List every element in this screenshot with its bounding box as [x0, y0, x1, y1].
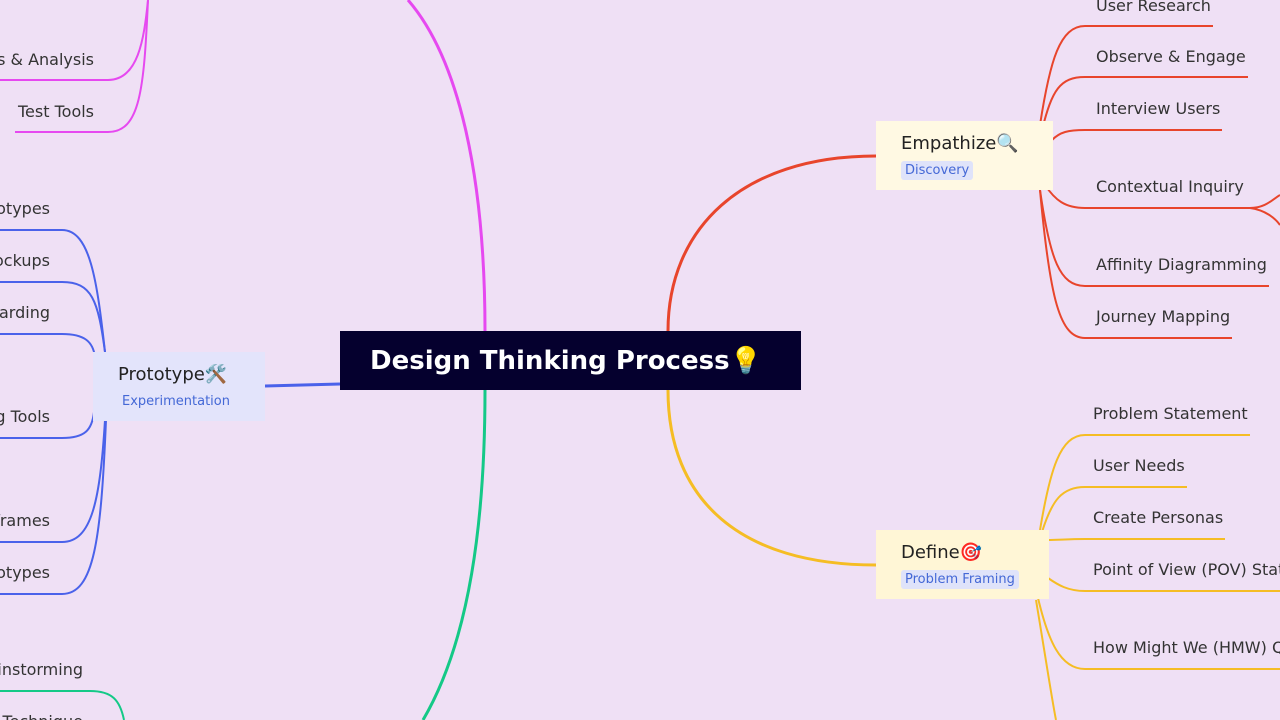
node-define[interactable]: Define🎯 Problem Framing [876, 530, 1049, 599]
leaf-technique[interactable]: Technique [0, 712, 83, 720]
empathize-label: Empathize [901, 133, 997, 154]
lightbulb-icon: 💡 [729, 345, 762, 376]
leaf-observe-engage[interactable]: Observe & Engage [1096, 47, 1246, 66]
magnifier-icon: 🔍 [996, 133, 1019, 154]
define-title: Define🎯 [901, 542, 1049, 563]
leaf-low-fidelity-prototypes-text: Low-Fidelity Prototypes [0, 199, 50, 218]
leaf-storyboarding-text: Storyboarding [0, 303, 50, 322]
leaf-interactive-prototypes[interactable]: Interactive Prototypes [0, 563, 50, 583]
leaf-problem-statement[interactable]: Problem Statement [1093, 404, 1248, 423]
empathize-title: Empathize🔍 [901, 133, 1053, 154]
tools-icon: 🛠️ [204, 364, 228, 385]
leaf-brainstorming[interactable]: Brainstorming [0, 660, 83, 680]
leaf-storyboarding[interactable]: Storyboarding [0, 303, 50, 323]
leaf-results-analysis-text: Results & Analysis [0, 50, 94, 69]
leaf-high-fidelity-mockups[interactable]: High-Fidelity Mockups [0, 251, 50, 271]
leaf-pov-statement[interactable]: Point of View (POV) Statement [1093, 560, 1280, 580]
leaf-brainstorming-text: Brainstorming [0, 660, 83, 679]
leaf-wireframes[interactable]: Wireframes [0, 511, 50, 531]
connector-empathize [666, 154, 877, 332]
leaf-technique-text: Technique [2, 712, 83, 720]
leaf-prototyping-tools[interactable]: Prototyping Tools [0, 407, 50, 427]
leaf-affinity-diagramming[interactable]: Affinity Diagramming [1096, 255, 1267, 274]
empathize-tag: Discovery [901, 161, 974, 180]
connector-define [666, 389, 877, 567]
define-label: Define [901, 542, 960, 563]
define-tag: Problem Framing [901, 570, 1019, 589]
leaf-hmw-questions[interactable]: How Might We (HMW) Questions [1093, 638, 1280, 658]
prototype-tag: Experimentation [122, 394, 230, 409]
leaf-test-tools[interactable]: Test Tools [18, 102, 95, 121]
leaf-user-needs[interactable]: User Needs [1093, 456, 1185, 475]
leaf-journey-mapping[interactable]: Journey Mapping [1096, 307, 1231, 326]
node-empathize[interactable]: Empathize🔍 Discovery [876, 121, 1053, 190]
leaf-hmw-questions-text: How Might We (HMW) Questions [1093, 638, 1280, 657]
leaf-prototyping-tools-text: Prototyping Tools [0, 407, 50, 426]
root-title: Design Thinking Process [370, 345, 730, 376]
connector-prototype [264, 382, 341, 388]
leaf-contextual-inquiry[interactable]: Contextual Inquiry [1096, 177, 1244, 196]
leaf-create-personas[interactable]: Create Personas [1093, 508, 1224, 527]
root-node[interactable]: Design Thinking Process 💡 [340, 331, 801, 390]
leaf-interactive-prototypes-text: Interactive Prototypes [0, 563, 50, 582]
connector-ideate [421, 389, 487, 720]
leaf-user-research[interactable]: User Research [1096, 0, 1211, 15]
target-icon: 🎯 [959, 542, 983, 563]
node-prototype[interactable]: Prototype🛠️ Experimentation [93, 352, 265, 421]
leaf-pov-statement-text: Point of View (POV) Statement [1093, 560, 1280, 579]
connector-test [406, 0, 487, 332]
prototype-label: Prototype [118, 364, 205, 385]
leaf-high-fidelity-mockups-text: High-Fidelity Mockups [0, 251, 50, 270]
leaf-wireframes-text: Wireframes [0, 511, 50, 530]
prototype-title: Prototype🛠️ [118, 364, 265, 385]
leaf-interview-users[interactable]: Interview Users [1096, 99, 1221, 118]
leaf-low-fidelity-prototypes[interactable]: Low-Fidelity Prototypes [0, 199, 50, 219]
leaf-results-analysis[interactable]: Results & Analysis [0, 50, 94, 70]
